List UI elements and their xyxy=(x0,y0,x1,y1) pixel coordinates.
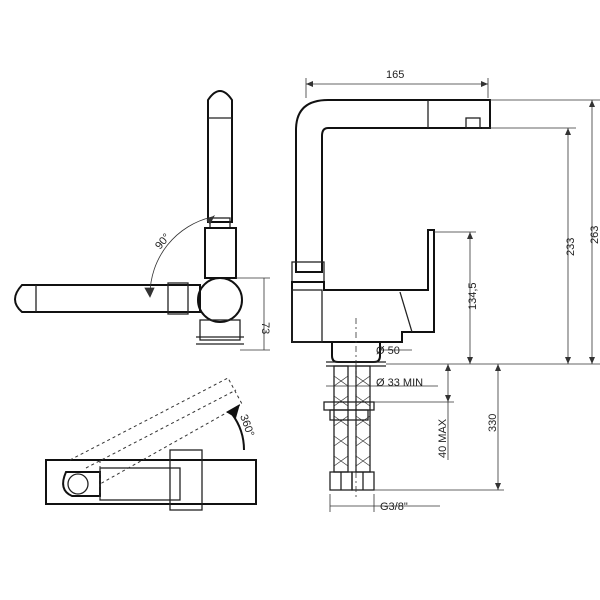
spout-reach-label: 165 xyxy=(386,69,404,81)
side-view: 90° 73 xyxy=(14,90,271,351)
total-height-label: 263 xyxy=(589,226,600,244)
front-spout xyxy=(295,99,491,273)
lever-angle-label: 90° xyxy=(153,231,173,251)
lever-offset-label: 73 xyxy=(259,322,271,334)
lever-height-label: 134,5 xyxy=(467,282,479,310)
front-body xyxy=(291,229,435,343)
spout-height-label: 233 xyxy=(565,238,577,256)
hole-diameter-label: Ø 33 MIN xyxy=(376,377,423,389)
side-lever xyxy=(204,227,237,279)
base-diameter-label: Ø 50 xyxy=(376,345,400,357)
side-lever-rotated xyxy=(14,284,201,313)
connection-thread-label: G3/8" xyxy=(380,501,408,513)
hose-length-label: 330 xyxy=(487,414,499,432)
spout-rotation-label: 360° xyxy=(237,413,256,438)
lever-angle-arc xyxy=(149,216,213,296)
top-spout-rotated xyxy=(69,377,243,485)
top-view: 360° xyxy=(45,377,257,511)
front-view: 165 263 233 134,5 Ø 50 Ø 33 MIN 40 MAX 3… xyxy=(291,69,600,513)
deck-thickness-label: 40 MAX xyxy=(437,418,449,458)
side-spout-vertical xyxy=(207,90,233,223)
side-body-circle xyxy=(197,277,243,323)
top-base xyxy=(45,459,257,505)
supply-hoses xyxy=(323,365,375,491)
